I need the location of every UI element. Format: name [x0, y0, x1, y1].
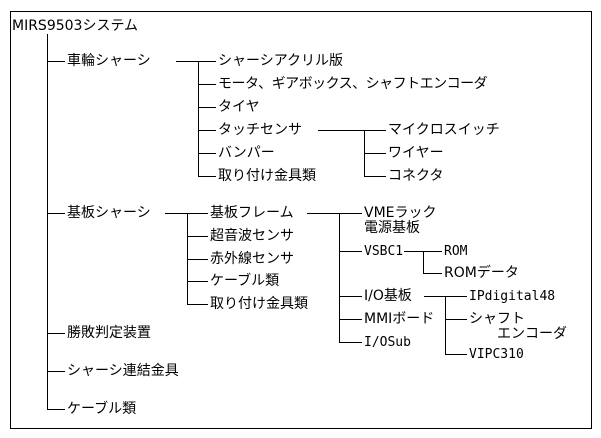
node-board-cables: ケーブル類: [210, 273, 280, 289]
node-rom-data: ROMデータ: [444, 265, 519, 281]
node-shaft-encoder-line2: エンコーダ: [497, 326, 567, 342]
node-microswitch: マイクロスイッチ: [388, 122, 500, 138]
node-io-board: I/O基板: [364, 288, 412, 304]
node-cables: ケーブル類: [67, 401, 137, 417]
node-board-frame: 基板フレーム: [210, 205, 294, 221]
node-vsbc1: VSBC1: [364, 244, 404, 259]
root-title: MIRS9503システム: [12, 18, 139, 34]
node-vme-rack: VMEラック: [364, 205, 437, 221]
node-chassis-connector: シャーシ連結金具: [67, 363, 179, 379]
node-io-sub: I/OSub: [364, 335, 411, 350]
node-judge-device: 勝敗判定装置: [67, 325, 151, 341]
node-shaft-encoder-line1: シャフト: [469, 311, 525, 327]
node-power-board: 電源基板: [364, 220, 420, 236]
node-ultrasonic: 超音波センサ: [210, 228, 294, 244]
node-bumper: バンパー: [218, 145, 275, 161]
diagram-border: [10, 11, 592, 429]
node-board-chassis: 基板シャーシ: [67, 205, 151, 221]
node-vipc310: VIPC310: [469, 347, 524, 362]
node-rom: ROM: [444, 244, 468, 259]
node-infrared: 赤外線センサ: [210, 251, 294, 267]
node-ipdigital: IPdigital48: [469, 289, 556, 304]
node-touch-sensor: タッチセンサ: [218, 122, 302, 138]
node-connector: コネクタ: [388, 168, 444, 184]
node-tire: タイヤ: [218, 99, 260, 115]
connector-lines: [47, 34, 467, 410]
node-wheel-chassis: 車輪シャーシ: [67, 53, 151, 69]
node-board-fittings: 取り付け金具類: [210, 296, 308, 312]
node-mmi-board: MMIボード: [364, 311, 435, 327]
node-wire: ワイヤー: [388, 145, 444, 161]
node-wheel-fittings: 取り付け金具類: [218, 168, 316, 184]
node-acrylic: シャーシアクリル版: [218, 53, 344, 69]
node-motor: モータ、ギアボックス、シャフトエンコーダ: [218, 76, 488, 92]
